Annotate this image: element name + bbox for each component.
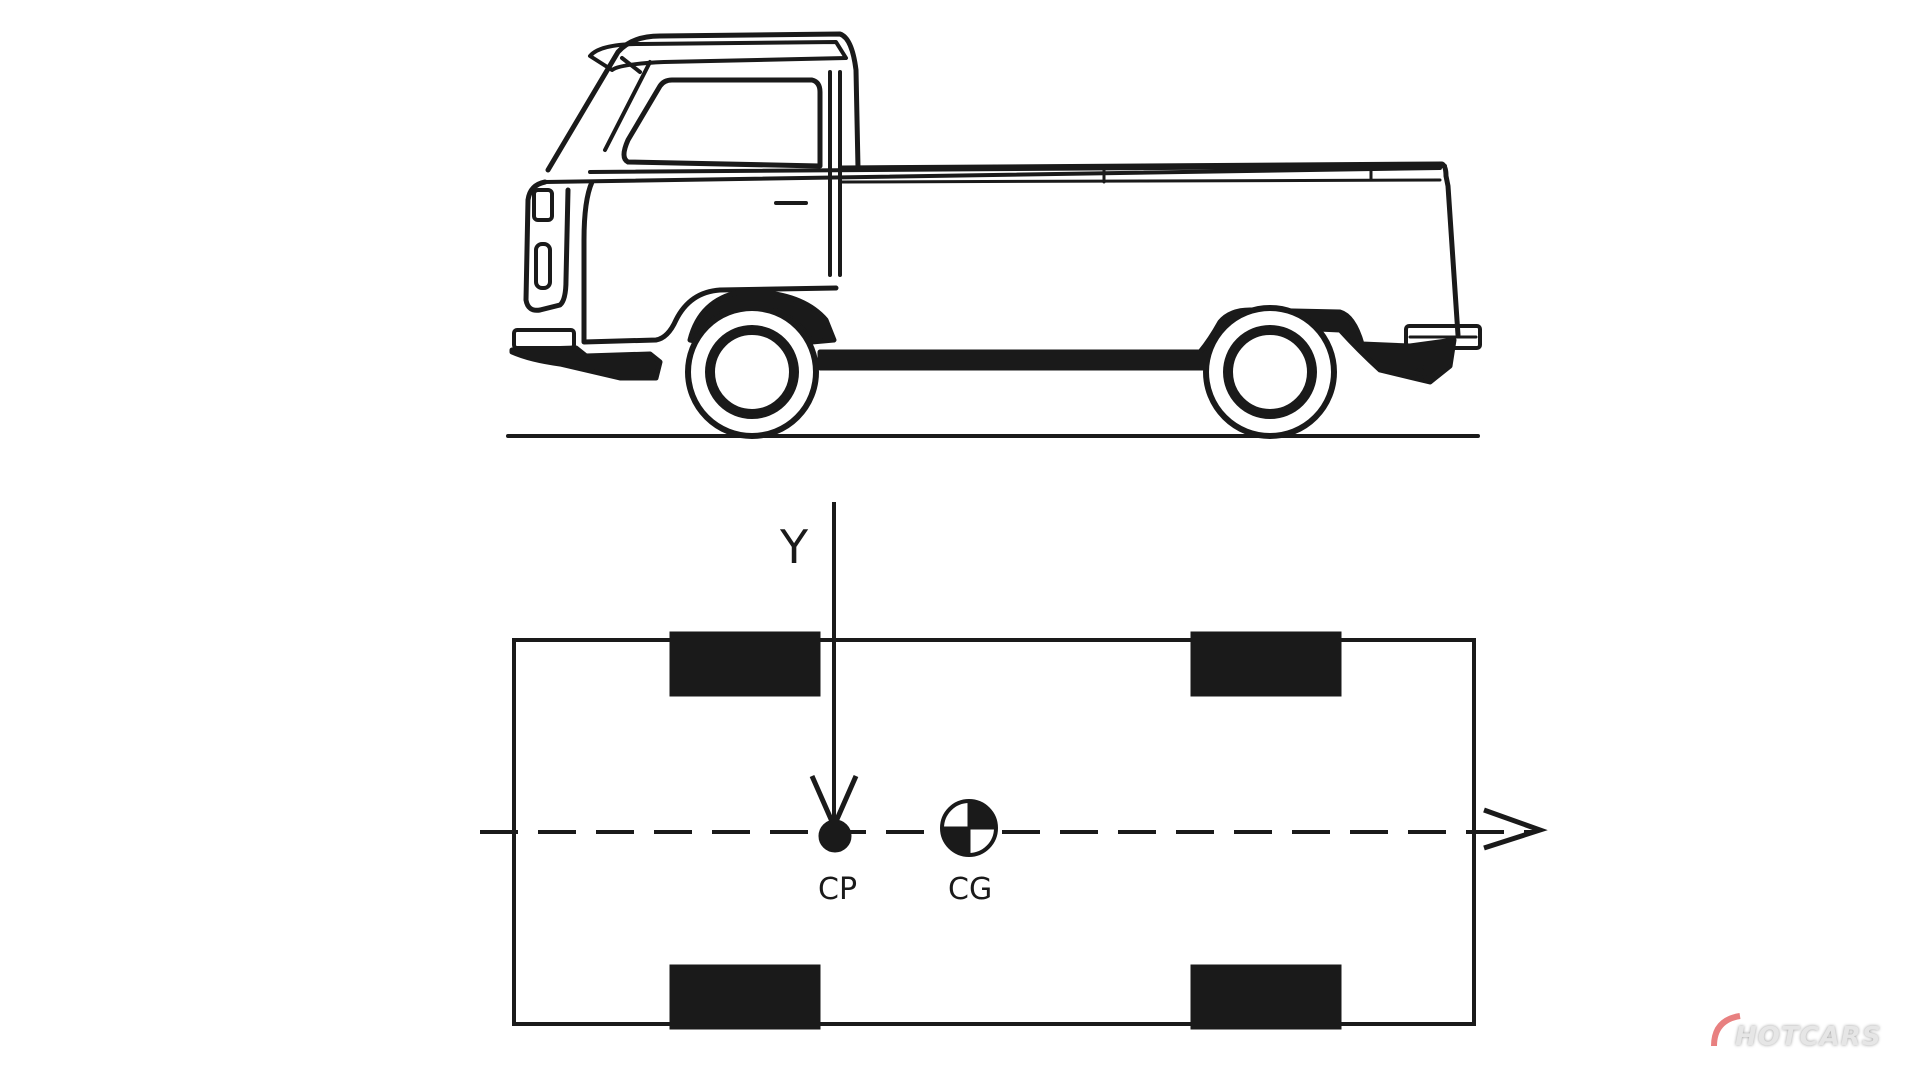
a-pillar: [603, 60, 652, 152]
forward-arrow-icon: [1483, 807, 1548, 851]
vehicle-top-view: [480, 502, 1548, 1030]
rear-bumper: [1404, 324, 1482, 350]
wheel-rear-left: [1190, 631, 1342, 697]
y-axis-label: Y: [780, 520, 809, 574]
rear-wheel-side: [1203, 305, 1337, 439]
wheel-rear-right: [1190, 964, 1342, 1030]
front-panel: [523, 179, 571, 313]
cp-label: CP: [818, 872, 858, 907]
center-of-pressure-marker: [818, 819, 852, 853]
indicator-light: [534, 242, 552, 290]
watermark-logo-icon: [1711, 1013, 1741, 1047]
cg-label: CG: [948, 872, 993, 907]
front-underbody: [509, 345, 663, 381]
sill-bar: [817, 307, 1457, 385]
door-panel: [581, 179, 839, 345]
front-wheel-side: [685, 305, 819, 439]
headlight: [532, 188, 554, 222]
truck-side-view: [506, 31, 1482, 439]
tow-hook: [1412, 364, 1428, 380]
truck-bed: [839, 161, 1461, 338]
wheel-front-left: [669, 631, 821, 697]
front-bumper: [512, 328, 576, 350]
door-window: [621, 77, 823, 169]
wheel-front-right: [669, 964, 821, 1030]
watermark-text: HOTCARS: [1735, 1022, 1882, 1052]
center-of-gravity-marker: [940, 799, 998, 857]
